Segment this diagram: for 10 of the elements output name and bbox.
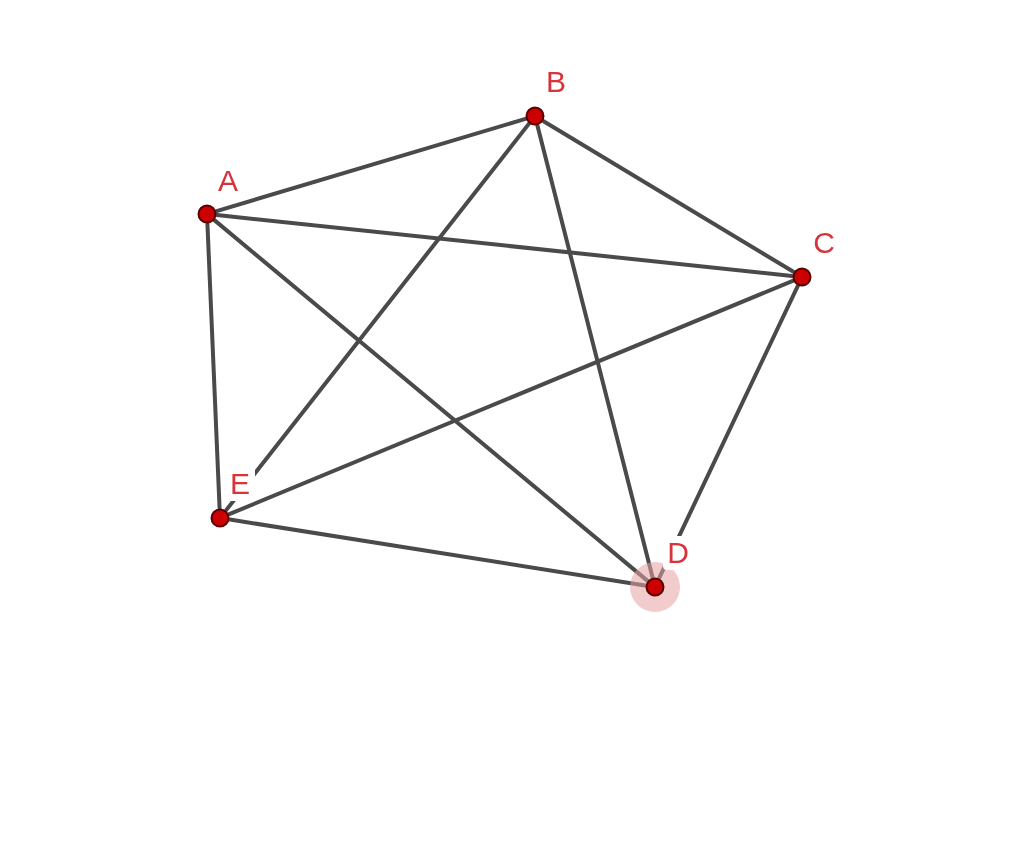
line-segment <box>227 517 648 588</box>
line-segment <box>214 213 795 278</box>
line-segment <box>212 218 650 583</box>
line-segment <box>541 119 796 274</box>
line-segment <box>657 284 800 580</box>
line-segment <box>227 278 795 517</box>
line-segment <box>535 123 655 580</box>
line-segment <box>214 116 528 214</box>
line-segment <box>224 121 531 513</box>
line-segment <box>205 222 222 510</box>
